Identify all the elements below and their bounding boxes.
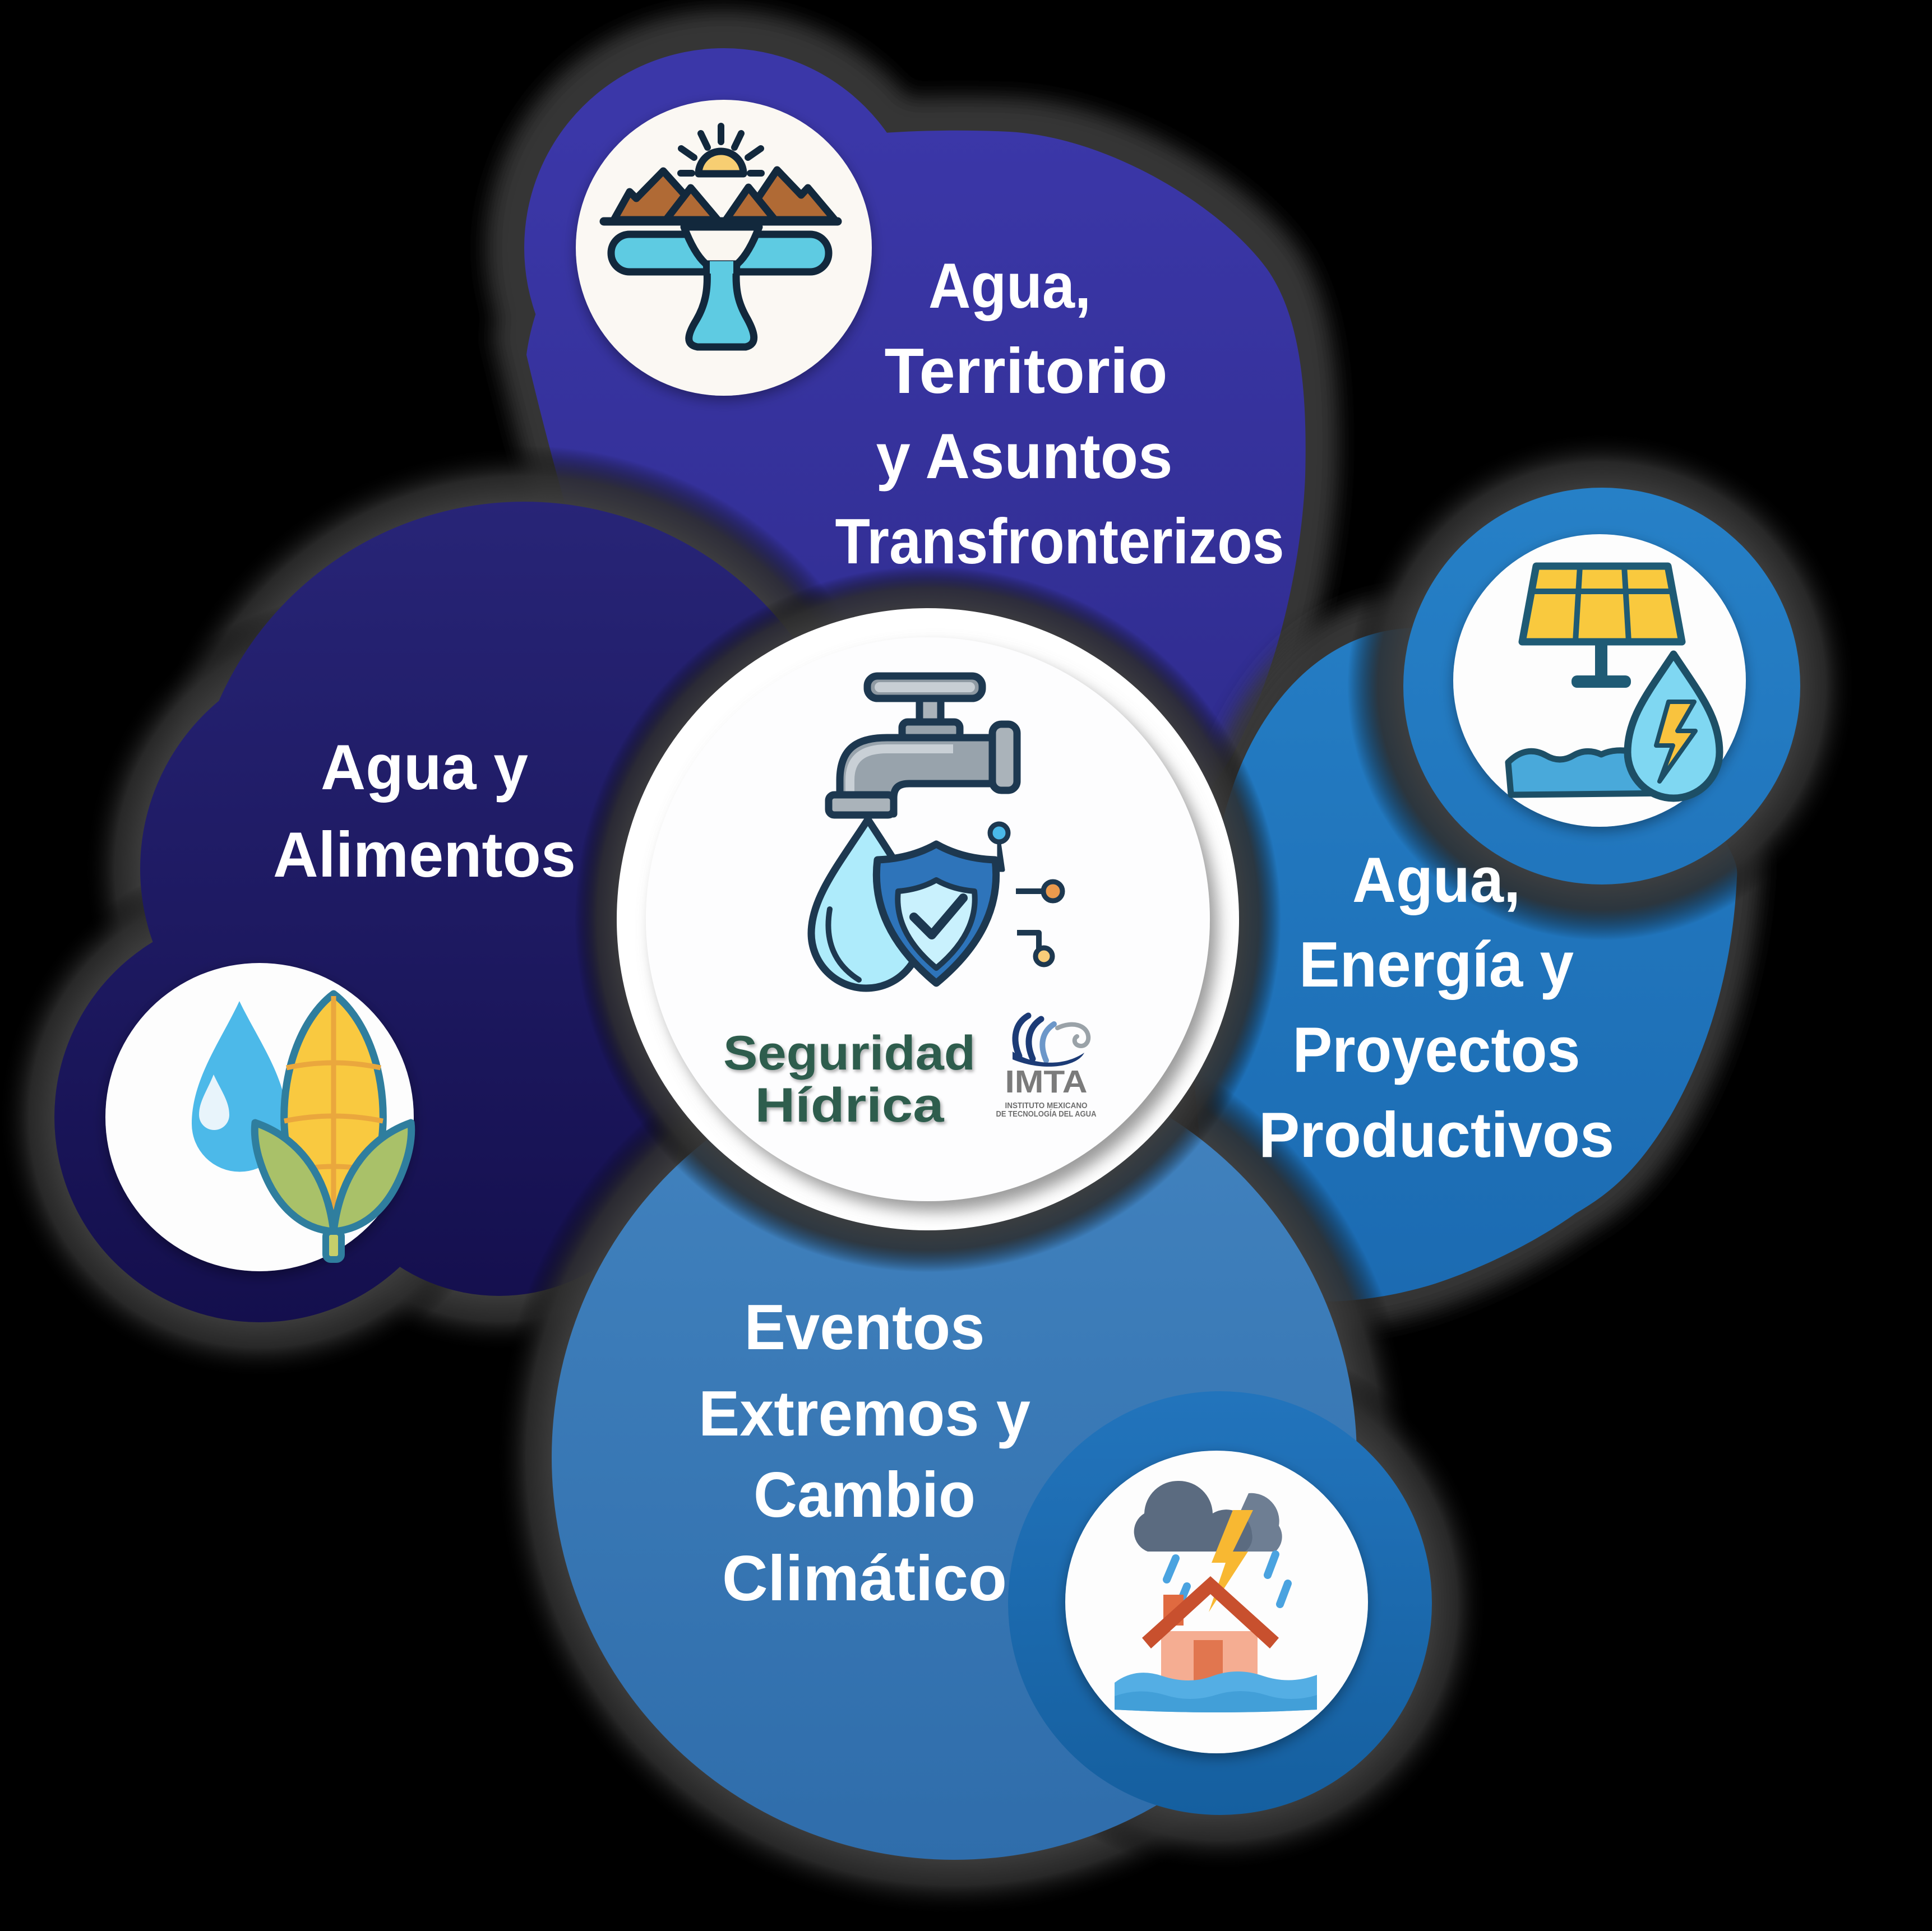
svg-text:DE TECNOLOGÍA DEL AGUA: DE TECNOLOGÍA DEL AGUA bbox=[996, 1109, 1097, 1119]
svg-text:y Asuntos: y Asuntos bbox=[876, 421, 1173, 492]
svg-text:Territorio: Territorio bbox=[885, 336, 1168, 407]
svg-text:Eventos: Eventos bbox=[745, 1292, 985, 1363]
svg-text:Cambio: Cambio bbox=[754, 1460, 976, 1531]
svg-text:IMTA: IMTA bbox=[1005, 1064, 1088, 1100]
svg-text:Hídrica: Hídrica bbox=[755, 1078, 945, 1132]
svg-text:Extremos y: Extremos y bbox=[699, 1378, 1030, 1450]
svg-text:Climático: Climático bbox=[722, 1543, 1007, 1614]
svg-text:Agua,: Agua, bbox=[1352, 845, 1520, 916]
svg-text:Proyectos: Proyectos bbox=[1293, 1015, 1580, 1086]
svg-text:Agua y: Agua y bbox=[321, 732, 528, 803]
svg-text:Energía y: Energía y bbox=[1299, 929, 1574, 1001]
svg-text:Agua,: Agua, bbox=[928, 251, 1091, 322]
svg-text:Seguridad: Seguridad bbox=[723, 1026, 976, 1080]
svg-text:Alimentos: Alimentos bbox=[273, 819, 576, 891]
svg-text:Transfronterizos: Transfronterizos bbox=[835, 506, 1284, 577]
svg-text:INSTITUTO MEXICANO: INSTITUTO MEXICANO bbox=[1005, 1101, 1088, 1110]
svg-text:Productivos: Productivos bbox=[1259, 1100, 1614, 1171]
